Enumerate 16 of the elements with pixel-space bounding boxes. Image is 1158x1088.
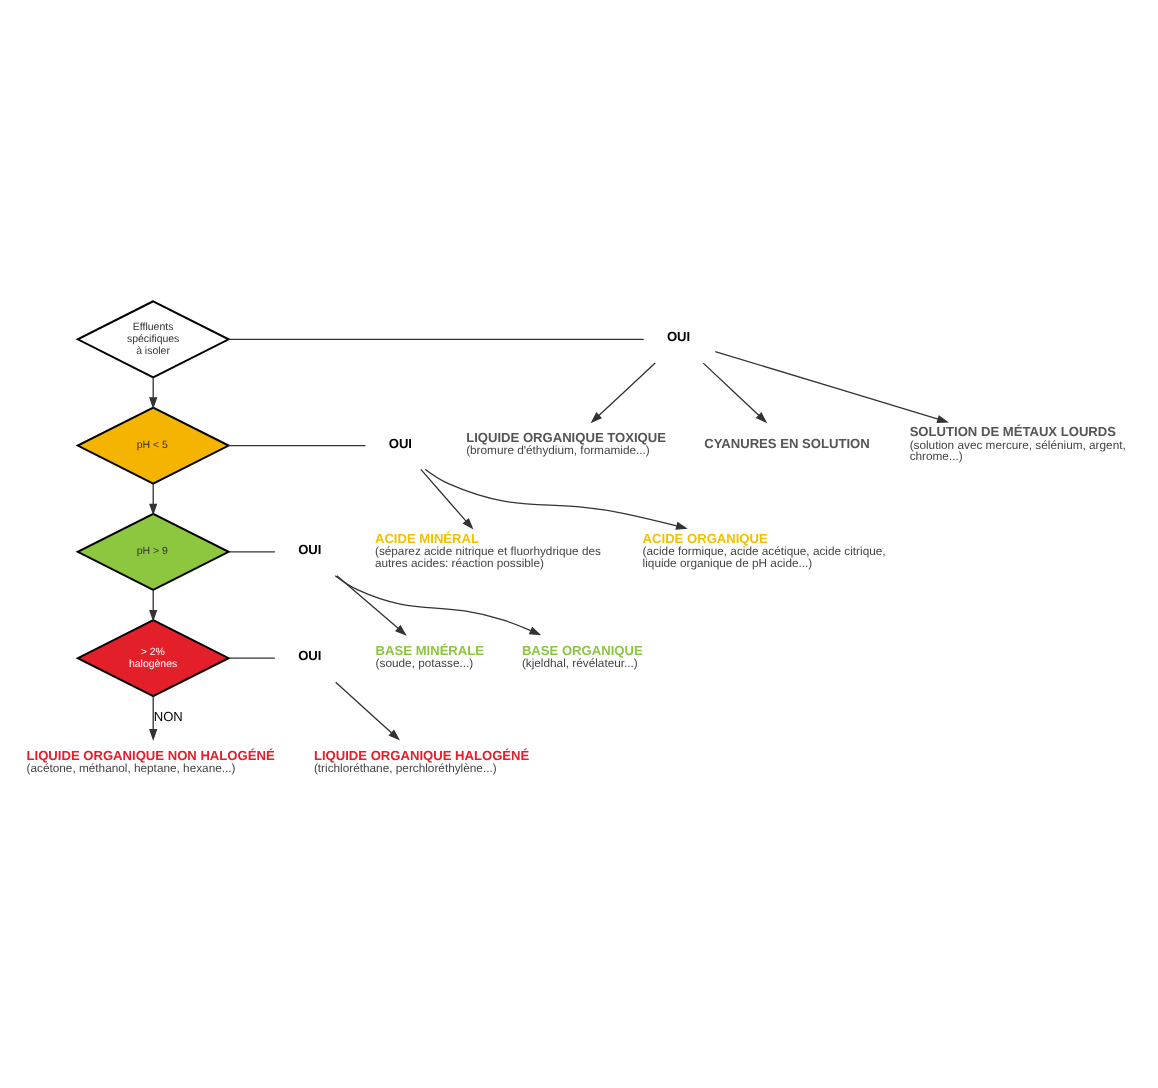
connector xyxy=(228,551,276,553)
arrow xyxy=(702,362,768,424)
connector xyxy=(228,444,367,447)
arrow xyxy=(420,468,474,530)
arrow xyxy=(149,483,158,516)
arrow xyxy=(590,362,656,424)
arrow xyxy=(149,589,158,622)
arrow xyxy=(149,376,158,410)
arrow xyxy=(424,468,688,530)
connector xyxy=(228,338,645,340)
connector xyxy=(228,657,276,659)
arrow xyxy=(334,575,542,636)
arrow xyxy=(714,350,949,424)
arrow xyxy=(336,575,407,636)
arrow xyxy=(149,695,158,741)
arrow xyxy=(335,681,400,741)
